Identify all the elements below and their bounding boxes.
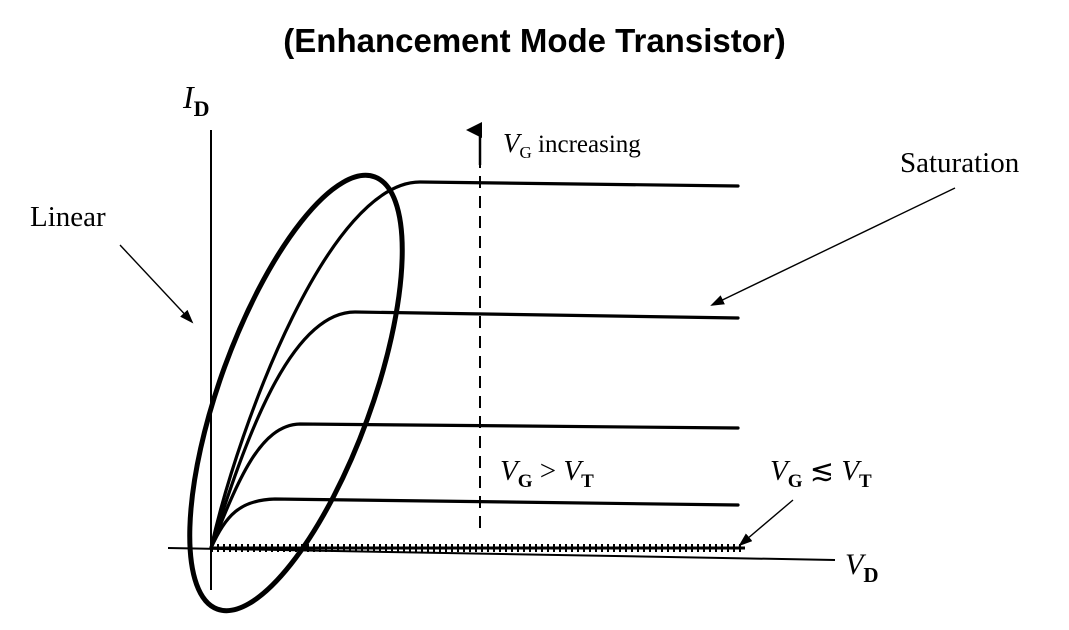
saturation-arrow <box>710 187 956 306</box>
saturation-label: Saturation <box>900 147 1020 179</box>
linear-arrow <box>119 244 194 324</box>
vg-less-vt-label: VG ≲ VT <box>770 455 872 492</box>
linear-label: Linear <box>30 201 106 233</box>
id-curve-4 <box>209 497 740 550</box>
diagram-title: (Enhancement Mode Transistor) <box>283 22 786 59</box>
vg-increasing-label: VG increasing <box>503 128 641 162</box>
x-axis <box>167 547 836 561</box>
id-curve-2 <box>209 310 740 550</box>
x-axis-label: VD <box>845 548 879 587</box>
y-axis-label: ID <box>182 79 210 121</box>
vg-greater-vt-label: VG > VT <box>500 455 594 492</box>
id-curve-1 <box>209 180 740 550</box>
linear-region-ellipse <box>187 172 405 614</box>
cutoff-arrow <box>738 499 794 547</box>
id-curve-3 <box>209 422 740 550</box>
